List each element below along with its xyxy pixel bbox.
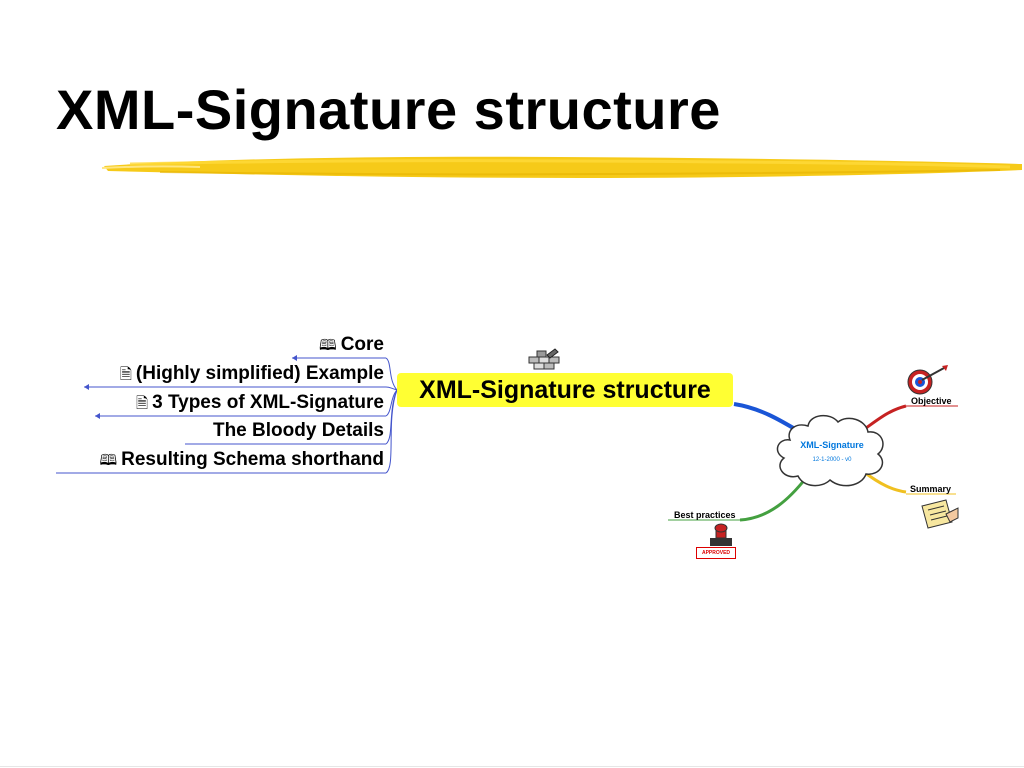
branch-label: Core bbox=[340, 334, 384, 355]
branch-types[interactable]: 🗎3 Types of XML-Signature bbox=[96, 392, 384, 415]
stamp-icon bbox=[710, 523, 732, 546]
bricks-icon bbox=[528, 348, 560, 370]
checklist-icon bbox=[921, 499, 959, 529]
bottom-rule bbox=[0, 766, 1024, 767]
book-icon: 🕮 bbox=[319, 337, 337, 354]
branch-core[interactable]: 🕮Core bbox=[292, 334, 384, 357]
branch-label: The Bloody Details bbox=[212, 420, 384, 441]
document-icon: 🗎 bbox=[119, 366, 132, 383]
branch-label: Resulting Schema shorthand bbox=[121, 449, 384, 470]
slide-title: XML-Signature structure bbox=[56, 78, 721, 141]
summary-label[interactable]: Summary bbox=[910, 484, 952, 494]
approved-stamp: APPROVED bbox=[696, 547, 736, 559]
best-practices-label[interactable]: Best practices bbox=[674, 510, 736, 520]
branch-example[interactable]: 🗎(Highly simplified) Example bbox=[82, 363, 384, 386]
central-topic[interactable]: XML-Signature structure bbox=[397, 373, 733, 407]
branch-details[interactable]: The Bloody Details bbox=[186, 420, 384, 442]
target-icon bbox=[907, 365, 948, 395]
branch-schema[interactable]: 🕮Resulting Schema shorthand bbox=[58, 449, 384, 472]
objective-label[interactable]: Objective bbox=[911, 396, 952, 406]
branch-label: (Highly simplified) Example bbox=[135, 363, 384, 384]
document-icon: 🗎 bbox=[136, 395, 149, 412]
title-underline-brushstroke bbox=[101, 156, 1022, 178]
branch-label: 3 Types of XML-Signature bbox=[152, 392, 384, 413]
cloud-subtitle: 12-1-2000 - v0 bbox=[812, 457, 852, 463]
book-icon: 🕮 bbox=[99, 452, 118, 469]
cloud-title: XML-Signature bbox=[800, 440, 864, 450]
